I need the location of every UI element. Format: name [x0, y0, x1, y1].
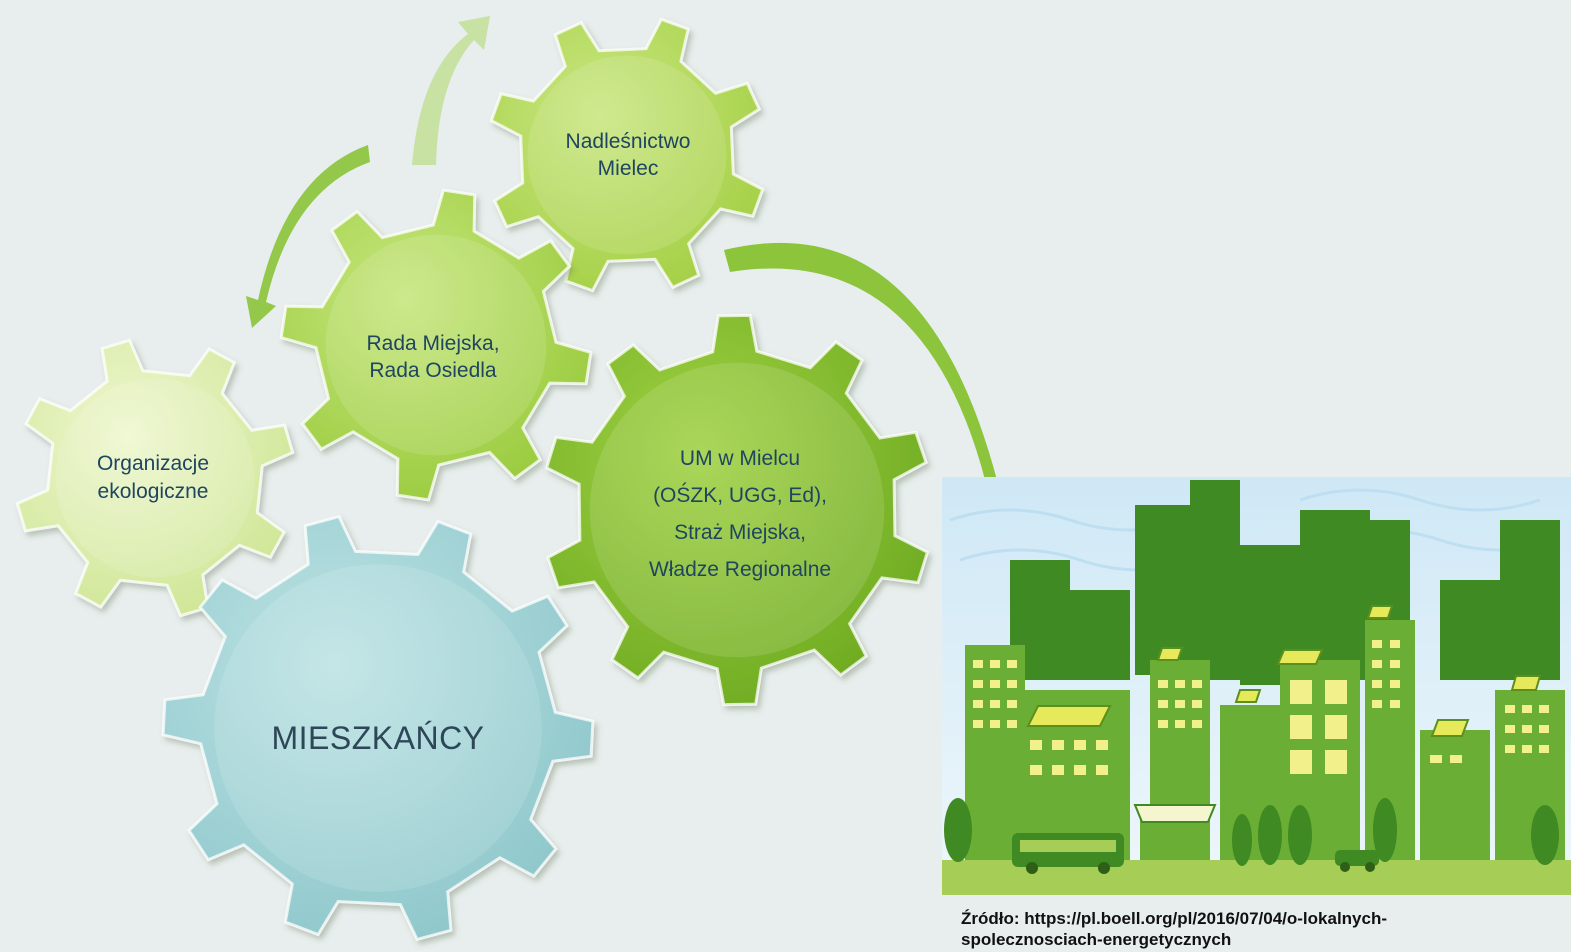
gear-highlight — [214, 564, 542, 892]
gear-highlight — [325, 234, 547, 456]
gear-icon — [15, 338, 295, 618]
curved-arrow-icon — [246, 145, 370, 328]
gear-highlight — [527, 55, 727, 255]
gear-shape — [15, 338, 295, 618]
city-illustration — [942, 477, 1571, 895]
gear-label-nadlesnictwo: Nadleśnictwo Mielec — [565, 130, 691, 180]
gear-highlight — [55, 378, 255, 578]
solar-panel-icon — [1026, 605, 1542, 737]
gear-shape — [544, 313, 930, 707]
gear-label-rada: Rada Miejska, Rada Osiedla — [366, 332, 500, 382]
gear-icon — [161, 514, 595, 942]
gear-shape — [161, 514, 595, 942]
gear-shape — [489, 17, 765, 293]
gear-icon — [489, 17, 765, 293]
gear-label-um: UM w Mielcu (OŚZK, UGG, Ed), Straż Miejs… — [648, 447, 832, 581]
gear-label-mieszkancy: MIESZKAŃCY — [271, 720, 485, 756]
gear-shape — [279, 188, 593, 502]
shop-awning — [1133, 804, 1217, 860]
source-caption: Źródło: https://pl.boell.org/pl/2016/07/… — [961, 909, 1388, 949]
gear-icon — [279, 188, 593, 502]
tree-icon — [944, 798, 1559, 866]
car-icon — [1335, 850, 1379, 872]
gear-highlight — [589, 362, 885, 658]
gear-icon — [544, 313, 930, 707]
bus-icon — [1012, 833, 1124, 874]
curved-arrow-icon — [412, 16, 490, 165]
gear-label-organizacje: Organizacje ekologiczne — [96, 452, 210, 503]
